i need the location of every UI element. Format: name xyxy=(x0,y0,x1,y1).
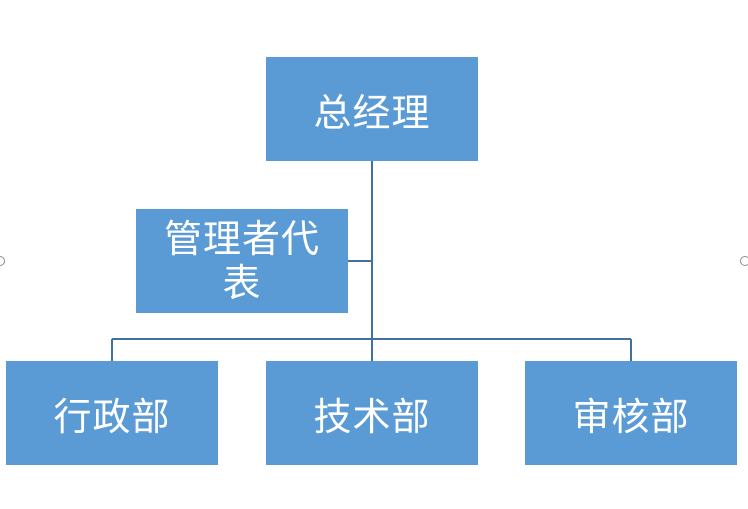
child-node-technology[interactable]: 技术部 xyxy=(266,361,478,465)
child-node-label: 行政部 xyxy=(53,394,171,439)
child-node-administration[interactable]: 行政部 xyxy=(6,361,218,465)
root-node-general-manager[interactable]: 总经理 xyxy=(266,57,478,161)
child-node-label: 技术部 xyxy=(313,394,431,439)
assistant-node-label: 管理者代表 xyxy=(163,217,320,305)
child-node-audit[interactable]: 审核部 xyxy=(525,361,737,465)
assistant-node-management-representative[interactable]: 管理者代表 xyxy=(136,209,348,313)
child-node-label: 审核部 xyxy=(572,394,690,439)
resize-handle-right[interactable] xyxy=(740,256,748,266)
root-node-label: 总经理 xyxy=(313,90,431,135)
